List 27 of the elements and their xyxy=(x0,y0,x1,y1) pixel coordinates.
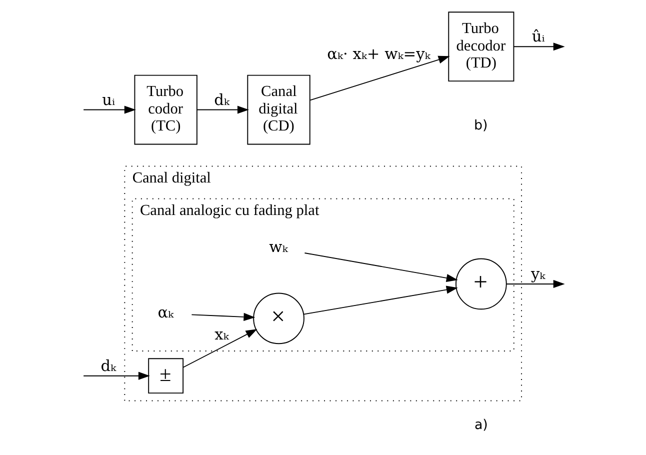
edge-label: αₖ· xₖ+ wₖ=yₖ xyxy=(326,44,430,63)
node-text: αₖ xyxy=(157,303,174,322)
arrow xyxy=(196,106,248,114)
arrow xyxy=(302,286,458,315)
edge-label: ûᵢ xyxy=(531,28,544,46)
arrow xyxy=(182,329,257,368)
label: a) xyxy=(474,418,488,434)
arrow xyxy=(82,372,150,380)
arrow xyxy=(309,56,450,101)
arrow xyxy=(304,252,458,282)
edge-label: dₖ xyxy=(214,90,230,109)
node-box: Turbo codor (TC) xyxy=(134,74,197,145)
edge-label: dₖ xyxy=(100,356,116,375)
node-box: Canal digital (CD) xyxy=(246,74,310,145)
edge-label: uᵢ xyxy=(102,90,115,109)
node-circle: + xyxy=(455,258,506,310)
label: b) xyxy=(474,118,488,134)
edge-label: yₖ xyxy=(530,264,545,283)
node-box: Turbo decodor (TD) xyxy=(448,12,514,82)
edge-label: xₖ xyxy=(214,325,228,344)
arrow xyxy=(82,106,136,114)
node-text: wₖ xyxy=(268,238,288,256)
arrow xyxy=(506,280,564,288)
arrow xyxy=(512,42,564,51)
arrow xyxy=(190,312,255,321)
node-box: ± xyxy=(148,358,184,394)
node-circle: × xyxy=(252,292,304,344)
